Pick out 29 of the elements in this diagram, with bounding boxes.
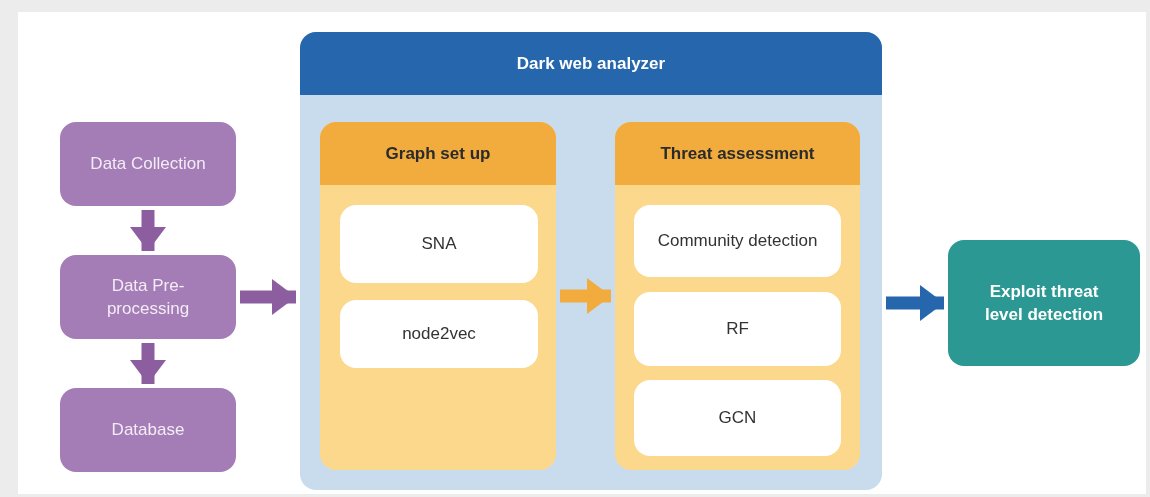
method-box bbox=[634, 292, 841, 366]
method-box bbox=[634, 380, 841, 456]
arrow bbox=[130, 210, 166, 251]
process-box bbox=[948, 240, 1140, 366]
node-label: Database bbox=[111, 419, 185, 442]
arrow bbox=[130, 343, 166, 384]
node-label: Dark web analyzer bbox=[516, 52, 666, 75]
node-label: SNA bbox=[421, 233, 457, 256]
node-label: Exploit threat level detection bbox=[983, 280, 1105, 326]
node-label: Data Collection bbox=[90, 153, 206, 176]
arrow bbox=[560, 278, 611, 314]
panel bbox=[320, 122, 556, 470]
node-label: Graph set up bbox=[385, 142, 491, 165]
panel bbox=[615, 122, 860, 470]
node-label: Community detection bbox=[657, 230, 818, 253]
node-label: RF bbox=[726, 318, 749, 341]
group-container bbox=[300, 32, 882, 490]
method-box bbox=[340, 300, 538, 368]
process-box bbox=[60, 255, 236, 339]
node-label: Data Pre-processing bbox=[105, 274, 191, 320]
arrow bbox=[240, 279, 296, 315]
method-box bbox=[634, 205, 841, 277]
node-label: GCN bbox=[718, 407, 757, 430]
node-label: node2vec bbox=[402, 323, 476, 346]
arrow bbox=[886, 285, 944, 321]
method-box bbox=[340, 205, 538, 283]
node-label: Threat assessment bbox=[660, 142, 815, 165]
process-box bbox=[60, 388, 236, 472]
process-box bbox=[60, 122, 236, 206]
